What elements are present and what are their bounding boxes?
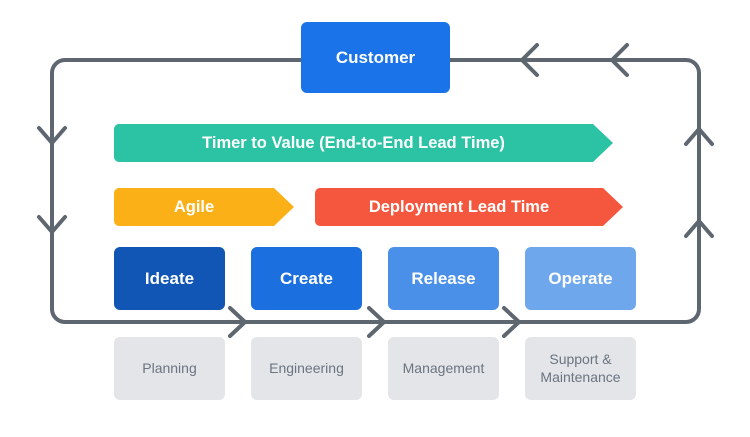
customer-node: Customer (301, 22, 450, 93)
arrow-down-icon (37, 215, 67, 234)
department-management: Management (388, 337, 499, 400)
time-to-value-banner: Timer to Value (End-to-End Lead Time) (114, 124, 613, 162)
department-support-maintenance: Support & Maintenance (525, 337, 636, 400)
department-planning: Planning (114, 337, 225, 400)
stage-ideate: Ideate (114, 247, 225, 310)
arrow-up-icon (684, 219, 714, 238)
stage-operate: Operate (525, 247, 636, 310)
arrow-right-icon (367, 306, 386, 338)
stage-release: Release (388, 247, 499, 310)
arrow-right-icon (502, 306, 521, 338)
arrow-down-icon (37, 126, 67, 145)
department-engineering: Engineering (251, 337, 362, 400)
arrow-left-icon (520, 43, 539, 77)
agile-banner: Agile (114, 188, 294, 226)
arrow-up-icon (684, 127, 714, 146)
stage-create: Create (251, 247, 362, 310)
arrow-right-icon (228, 306, 247, 338)
deployment-lead-time-banner: Deployment Lead Time (315, 188, 623, 226)
arrow-left-icon (610, 43, 629, 77)
